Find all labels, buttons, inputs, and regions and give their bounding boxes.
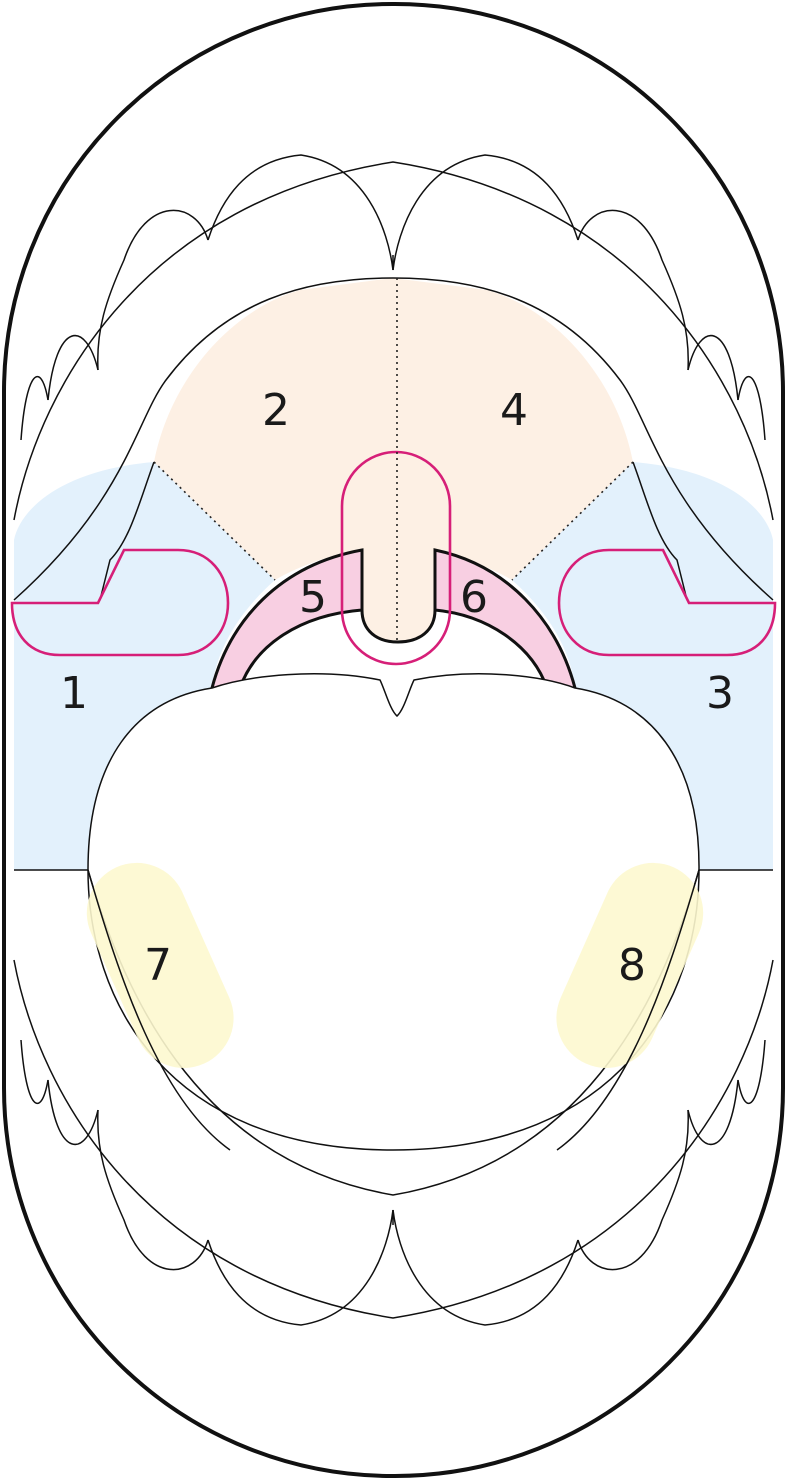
region-7-label: 7 bbox=[144, 940, 172, 991]
region-5-label: 5 bbox=[299, 572, 327, 623]
region-7-area bbox=[86, 862, 234, 1068]
region-1-label: 1 bbox=[60, 668, 88, 719]
region-1-area bbox=[14, 462, 275, 870]
region-4-label: 4 bbox=[500, 385, 528, 436]
region-3-area bbox=[512, 462, 773, 870]
region-8-label: 8 bbox=[618, 940, 646, 991]
region-2-area bbox=[154, 278, 393, 640]
right-lateral-highlight bbox=[557, 548, 777, 657]
left-lateral-highlight bbox=[10, 548, 230, 657]
lower-teeth bbox=[13, 959, 774, 1326]
region-2-label: 2 bbox=[262, 385, 290, 436]
region-3-label: 3 bbox=[706, 668, 734, 719]
region-4-area bbox=[393, 278, 633, 640]
uvula-highlight bbox=[340, 450, 452, 666]
upper-teeth bbox=[13, 154, 774, 521]
region-8-area bbox=[556, 862, 704, 1068]
uvula bbox=[360, 550, 437, 644]
region-6-label: 6 bbox=[460, 572, 488, 623]
